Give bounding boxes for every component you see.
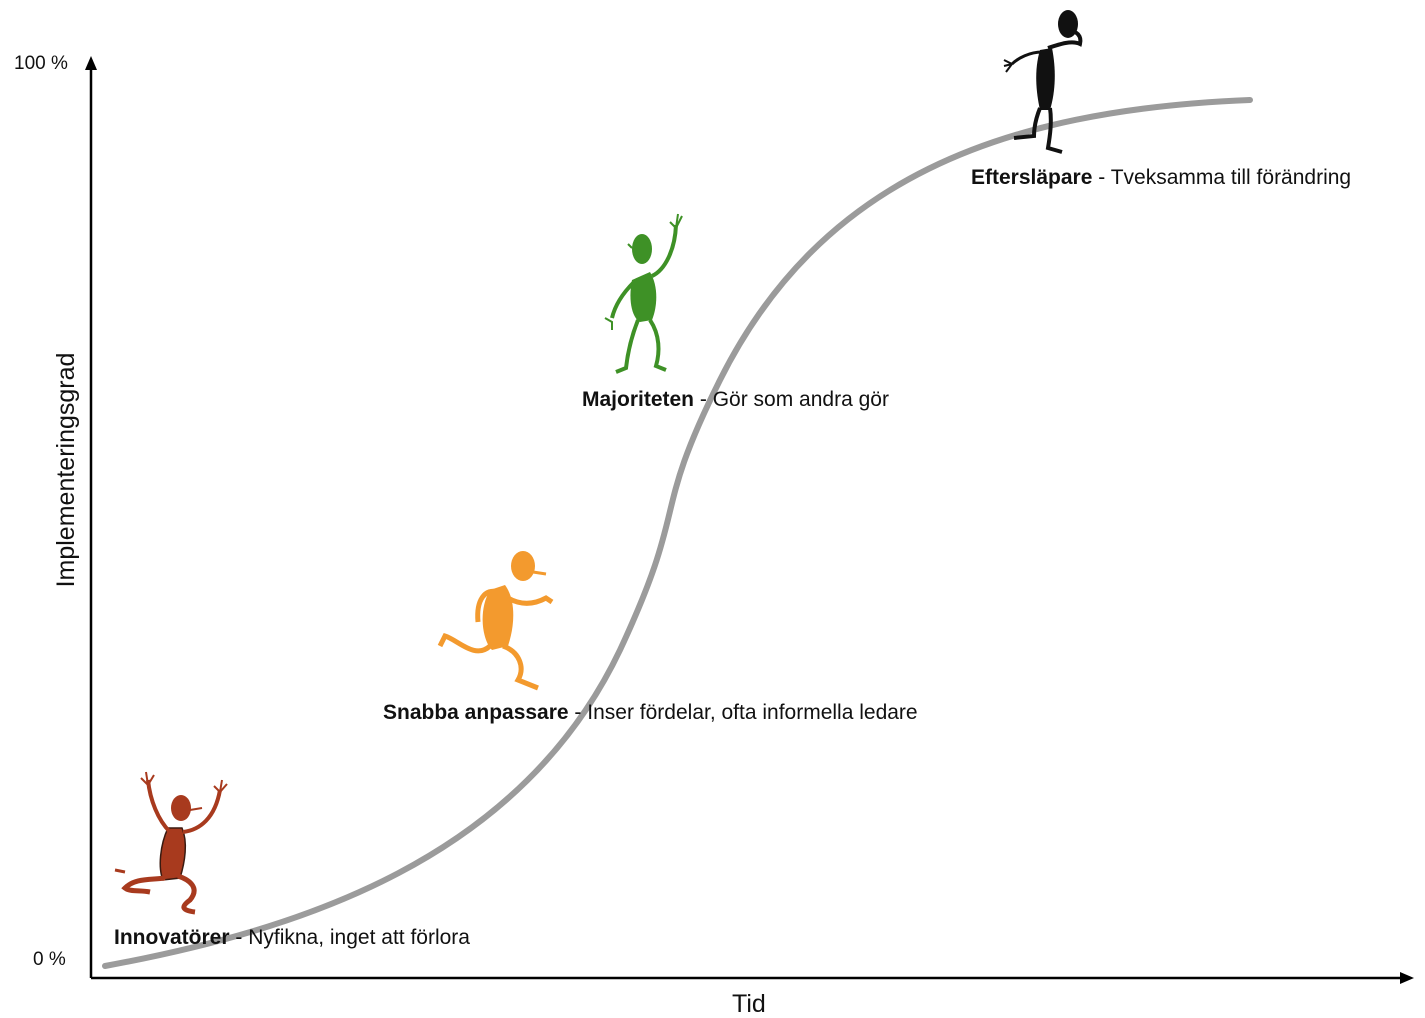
jumping-person-icon: [114, 771, 228, 915]
group-separator: -: [1092, 166, 1111, 189]
group-description: Nyfikna, inget att förlora: [248, 926, 470, 949]
adoption-curve: [102, 97, 1253, 969]
group-description: Tveksamma till förändring: [1110, 166, 1352, 189]
y-axis-bottom-tick: 0 %: [33, 949, 66, 970]
group-label-efterslapare: Eftersläpare - Tveksamma till förändring: [971, 166, 1351, 190]
group-name: Eftersläpare: [971, 166, 1093, 189]
y-axis-title: Implementeringsgrad: [52, 352, 80, 588]
group-name: Majoriteten: [582, 388, 695, 411]
group-separator: -: [694, 388, 713, 411]
group-label-majoriteten: Majoriteten - Gör som andra gör: [582, 388, 889, 412]
group-name: Snabba anpassare: [383, 701, 569, 724]
group-name: Innovatörer: [114, 926, 230, 949]
running-person-icon: [437, 551, 554, 691]
group-description: Gör som andra gör: [712, 388, 889, 411]
hesitant-person-icon: [1003, 10, 1083, 154]
x-axis-title: Tid: [732, 990, 766, 1018]
waving-person-icon: [604, 213, 683, 374]
group-label-snabba-anpassare: Snabba anpassare - Inser fördelar, ofta …: [383, 701, 918, 725]
group-separator: -: [229, 926, 249, 949]
y-axis-top-tick: 100 %: [14, 53, 68, 74]
group-description: Inser fördelar, ofta informella ledare: [587, 701, 918, 724]
group-label-innovatorer: Innovatörer - Nyfikna, inget att förlora: [114, 926, 470, 950]
group-separator: -: [568, 701, 588, 724]
